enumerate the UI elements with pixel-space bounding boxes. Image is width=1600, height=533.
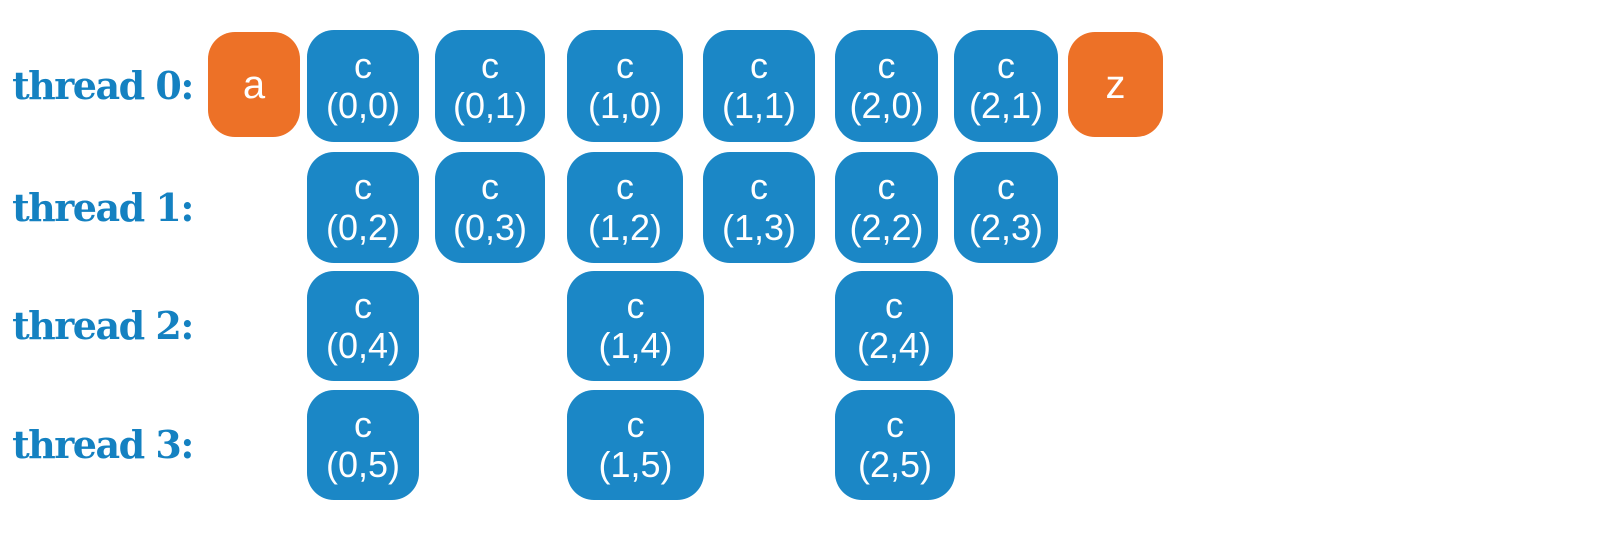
tile-index: (2,4) (856, 325, 932, 366)
tile-index: (1,3) (721, 206, 797, 248)
tile-index: (0,2) (325, 206, 401, 248)
tile-box: c(1,0) (567, 30, 683, 142)
tile-index: (1,1) (721, 85, 797, 126)
tile-letter: c (626, 403, 645, 445)
tile-box: c(0,2) (307, 152, 419, 263)
tile-box: c(0,5) (307, 390, 419, 500)
tile-box: c(0,0) (307, 30, 419, 142)
tile-letter: c (616, 44, 634, 86)
tile-box: c(1,4) (567, 271, 704, 381)
vector-letter: z (1105, 62, 1126, 107)
tile-index: (2,2) (849, 206, 924, 248)
tile-box: c(2,3) (954, 152, 1058, 263)
tile-box: c(0,1) (435, 30, 545, 142)
vector-letter: a (242, 62, 266, 107)
thread-label-3: thread 3: (12, 422, 194, 467)
tile-index: (1,4) (598, 325, 673, 366)
tile-index: (0,4) (325, 325, 401, 366)
tile-letter: c (481, 166, 499, 208)
tile-letter: c (354, 403, 372, 445)
thread-label-1: thread 1: (12, 184, 194, 230)
tile-box: c(1,2) (567, 152, 683, 263)
tile-index: (2,5) (857, 444, 933, 485)
tile-index: (0,0) (325, 85, 401, 126)
vector-box-z: z (1068, 32, 1163, 137)
tile-letter: c (885, 284, 903, 326)
tile-box: c(0,3) (435, 152, 545, 263)
tile-index: (2,0) (849, 85, 924, 126)
tile-box: c(1,5) (567, 390, 704, 500)
thread-label-0: thread 0: (12, 63, 194, 108)
tile-letter: c (481, 44, 499, 86)
tile-box: c(1,1) (703, 30, 815, 142)
tile-index: (2,1) (968, 85, 1044, 126)
tile-letter: c (354, 44, 372, 86)
tile-letter: c (997, 166, 1015, 208)
tile-letter: c (877, 44, 896, 86)
tile-box: c(2,4) (835, 271, 953, 381)
vector-box-a: a (208, 32, 300, 137)
tile-index: (1,2) (587, 206, 663, 248)
tile-index: (0,1) (452, 85, 528, 126)
tile-index: (0,5) (325, 444, 401, 485)
tile-letter: c (886, 403, 904, 445)
tile-letter: c (354, 284, 372, 326)
tile-box: c(2,2) (835, 152, 938, 263)
tile-index: (2,3) (968, 206, 1044, 248)
tile-box: c(1,3) (703, 152, 815, 263)
tile-box: c(0,4) (307, 271, 419, 381)
tile-index: (1,0) (587, 85, 663, 126)
tile-box: c(2,0) (835, 30, 938, 142)
tile-box: c(2,5) (835, 390, 955, 500)
thread-label-2: thread 2: (12, 303, 194, 348)
tile-box: c(2,1) (954, 30, 1058, 142)
tile-letter: c (750, 44, 768, 86)
tile-index: (0,3) (452, 206, 528, 248)
tile-letter: c (750, 166, 768, 208)
tile-letter: c (997, 44, 1015, 86)
tile-letter: c (616, 166, 634, 208)
tile-letter: c (626, 284, 645, 326)
tile-letter: c (354, 166, 372, 208)
tile-index: (1,5) (598, 444, 673, 485)
tile-letter: c (877, 166, 896, 208)
